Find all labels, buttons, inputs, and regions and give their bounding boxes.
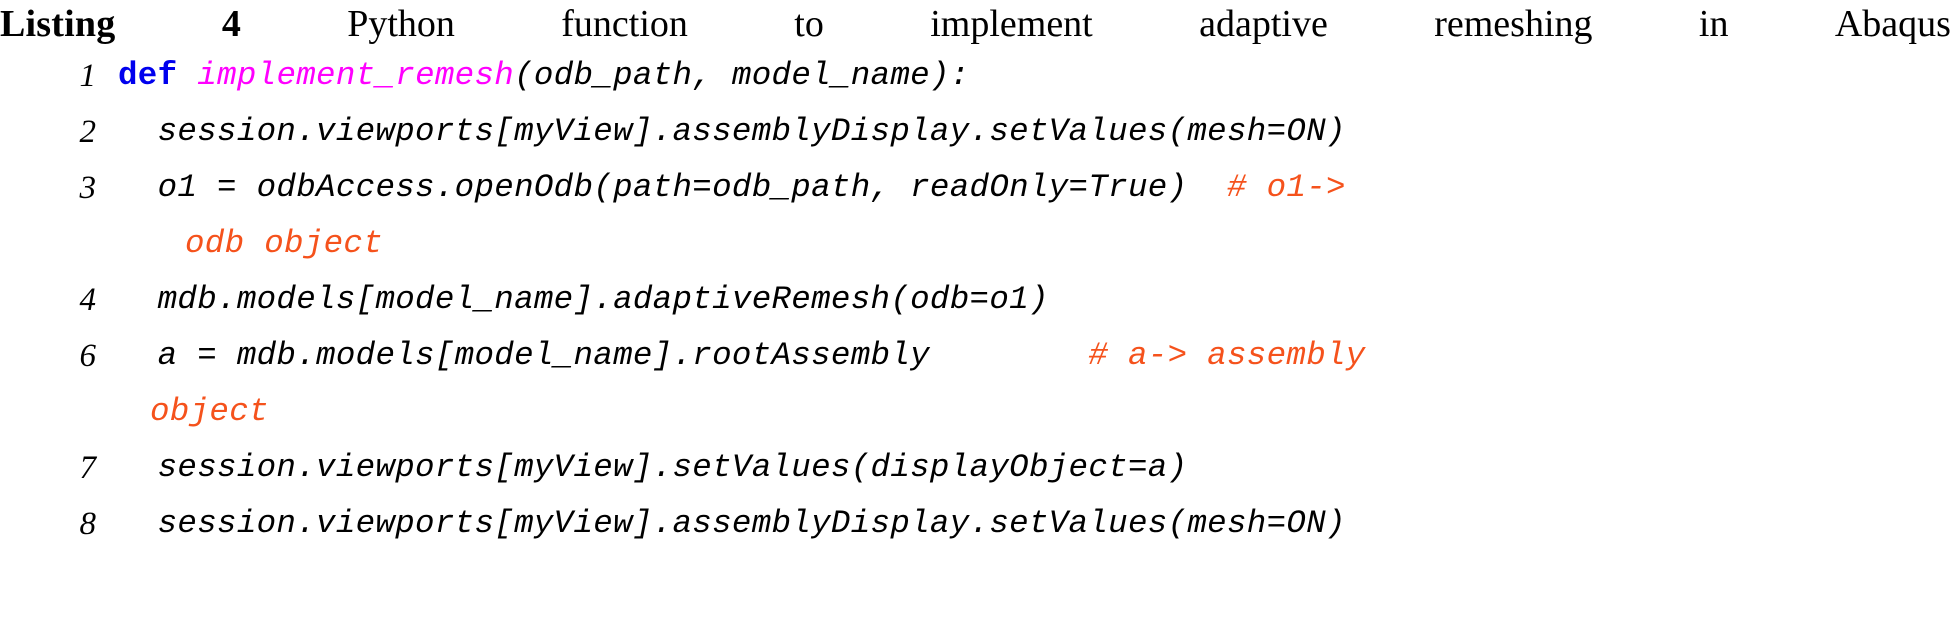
code-token-plain: (odb_path, model_name): bbox=[514, 57, 970, 94]
code-line-text: o1 = odbAccess.openOdb(path=odb_path, re… bbox=[96, 160, 1951, 216]
code-listing-figure: Listing 4 Python function to implement a… bbox=[0, 0, 1951, 552]
code-token-plain: session.viewports[myView].assemblyDispla… bbox=[118, 505, 1346, 542]
code-token-plain: session.viewports[myView].assemblyDispla… bbox=[118, 113, 1346, 150]
caption-word-abaqus: Abaqus bbox=[1834, 3, 1951, 45]
code-line: 6 a = mdb.models[model_name].rootAssembl… bbox=[0, 328, 1951, 384]
listing-caption: Listing 4 Python function to implement a… bbox=[0, 0, 1951, 45]
code-token-comment: # o1-> bbox=[1226, 169, 1346, 206]
code-line-wrap: object bbox=[0, 384, 1951, 440]
code-line-text: session.viewports[myView].setValues(disp… bbox=[96, 440, 1951, 496]
code-line: 2 session.viewports[myView].assemblyDisp… bbox=[0, 104, 1951, 160]
code-line-wrap: odb object bbox=[0, 216, 1951, 272]
caption-word-adaptive: adaptive bbox=[1199, 3, 1328, 45]
code-line: 3 o1 = odbAccess.openOdb(path=odb_path, … bbox=[0, 160, 1951, 216]
comment-continuation: odb object bbox=[185, 225, 384, 262]
caption-number: 4 bbox=[221, 3, 241, 45]
code-line-text: session.viewports[myView].assemblyDispla… bbox=[96, 496, 1951, 552]
code-token-plain bbox=[177, 57, 197, 94]
caption-word-remeshing: remeshing bbox=[1434, 3, 1593, 45]
code-line-text: session.viewports[myView].assemblyDispla… bbox=[96, 104, 1951, 160]
caption-word-in: in bbox=[1698, 3, 1729, 45]
code-token-function: implement_remesh bbox=[197, 57, 515, 94]
code-line: 7 session.viewports[myView].setValues(di… bbox=[0, 440, 1951, 496]
code-line-text: mdb.models[model_name].adaptiveRemesh(od… bbox=[96, 272, 1951, 328]
caption-word-function: function bbox=[561, 3, 688, 45]
code-line-text: def implement_remesh(odb_path, model_nam… bbox=[96, 48, 1951, 104]
code-token-plain: session.viewports[myView].setValues(disp… bbox=[118, 449, 1188, 486]
caption-word-to: to bbox=[794, 3, 824, 45]
code-line-text: a = mdb.models[model_name].rootAssembly … bbox=[96, 328, 1951, 384]
caption-word-python: Python bbox=[347, 3, 455, 45]
line-number: 4 bbox=[79, 282, 97, 318]
line-number: 8 bbox=[79, 506, 97, 542]
line-number: 2 bbox=[79, 114, 97, 150]
line-number: 7 bbox=[79, 450, 97, 486]
caption-word-implement: implement bbox=[930, 3, 1093, 45]
code-token-plain: mdb.models[model_name].adaptiveRemesh(od… bbox=[118, 281, 1049, 318]
code-line: 8 session.viewports[myView].assemblyDisp… bbox=[0, 496, 1951, 552]
caption-label: Listing bbox=[0, 3, 116, 45]
code-line: 4 mdb.models[model_name].adaptiveRemesh(… bbox=[0, 272, 1951, 328]
code-token-keyword: def bbox=[118, 57, 178, 94]
line-number: 6 bbox=[79, 338, 97, 374]
code-token-comment: # a-> assembly bbox=[1088, 337, 1366, 374]
line-number: 1 bbox=[79, 58, 97, 94]
comment-continuation: object bbox=[150, 393, 269, 430]
code-token-plain: a = mdb.models[model_name].rootAssembly bbox=[118, 337, 1089, 374]
line-number: 3 bbox=[79, 170, 97, 206]
code-token-plain: o1 = odbAccess.openOdb(path=odb_path, re… bbox=[118, 169, 1227, 206]
